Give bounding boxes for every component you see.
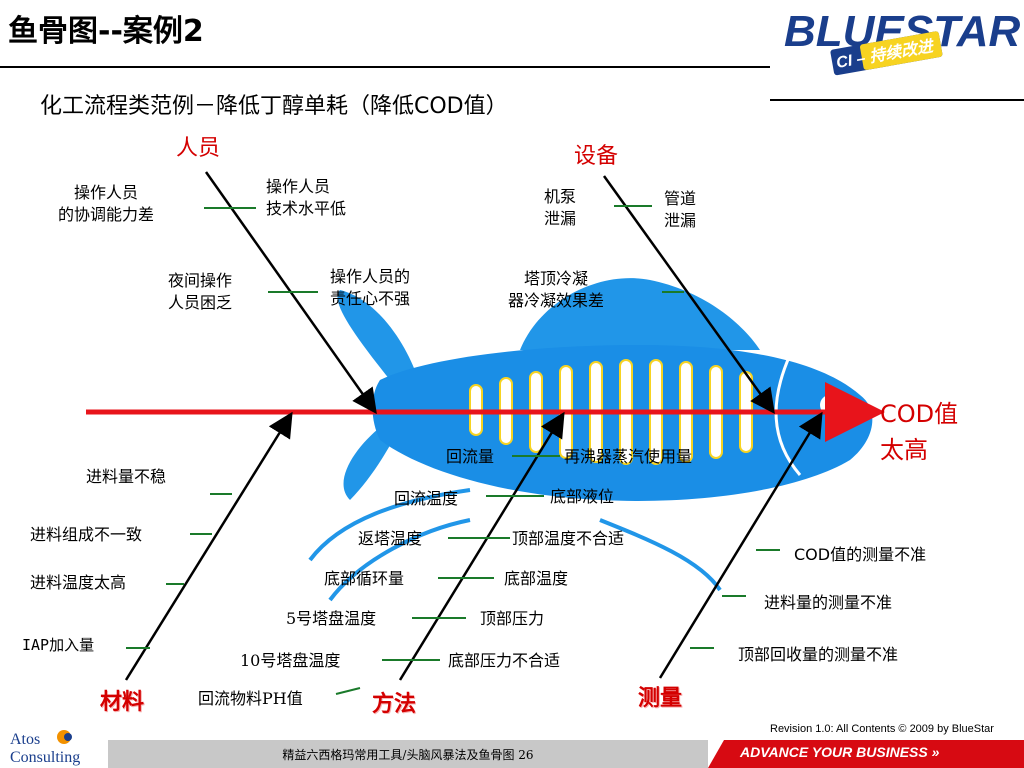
revision-text: Revision 1.0: All Contents © 2009 by Blu…: [770, 723, 994, 735]
cause-people-2: 操作人员 技术水平低: [266, 177, 347, 218]
category-equipment: 设备: [574, 144, 619, 169]
atos-consulting-logo: Atos Consulting: [10, 730, 80, 766]
cause-method-8: 底部温度: [504, 569, 569, 588]
effect-line-1: COD值: [880, 400, 959, 428]
footer-red-bar: [708, 740, 1024, 768]
cause-material-3: 进料温度太高: [30, 573, 127, 592]
category-method: 方法: [372, 691, 417, 717]
bone-equipment: [602, 175, 775, 415]
effect-line-2: 太高: [880, 436, 928, 464]
cause-people-1: 操作人员 的协调能力差: [58, 183, 155, 224]
footer-grey-bar: [108, 740, 708, 768]
category-material: 材料: [100, 689, 145, 715]
cause-measurement-1: COD值的测量不准: [794, 545, 927, 564]
category-people: 人员: [176, 136, 221, 161]
cause-material-1: 进料量不稳: [86, 467, 167, 486]
atos-line-1: Atos: [10, 731, 40, 748]
title-underline: [0, 66, 770, 68]
bone-material: [124, 411, 293, 681]
cause-method-13: 回流物料PH值: [198, 689, 303, 708]
cause-method-7: 底部循环量: [324, 569, 405, 588]
cause-method-6: 顶部温度不合适: [512, 529, 625, 548]
cause-method-1: 回流量: [446, 447, 495, 466]
footer-center-text: 精益六西格玛常用工具/头脑风暴法及鱼骨图 26: [282, 748, 534, 762]
cause-method-10: 顶部压力: [480, 609, 545, 628]
category-measurement: 测量: [638, 685, 683, 711]
cause-method-12: 底部压力不合适: [448, 651, 561, 670]
effect-label: COD值 太高: [880, 396, 958, 468]
atos-line-2: Consulting: [10, 749, 80, 766]
cause-people-3: 夜间操作 人员困乏: [168, 271, 233, 312]
slide-title: 鱼骨图--案例2: [8, 14, 204, 49]
cause-measurement-2: 进料量的测量不准: [764, 593, 893, 612]
cause-material-2: 进料组成不一致: [30, 525, 143, 544]
cause-method-5: 返塔温度: [358, 529, 423, 548]
cause-people-4: 操作人员的 责任心不强: [330, 267, 411, 308]
bone-method: [398, 411, 565, 681]
cause-method-3: 回流温度: [394, 489, 459, 508]
bone-measurement: [658, 411, 823, 679]
slide-subtitle: 化工流程类范例－降低丁醇单耗（降低COD值）: [40, 94, 508, 119]
cause-method-9: 5号塔盘温度: [286, 609, 377, 628]
cause-method-4: 底部液位: [550, 487, 615, 506]
footer-slogan: ADVANCE YOUR BUSINESS »: [740, 744, 940, 760]
cause-ticks: [126, 205, 780, 695]
cause-equipment-1: 机泵 泄漏: [544, 187, 577, 228]
cause-measurement-3: 顶部回收量的测量不准: [738, 645, 899, 664]
fish-illustration: [308, 278, 873, 602]
cause-method-2: 再沸器蒸汽使用量: [564, 447, 693, 466]
cause-equipment-2: 管道 泄漏: [664, 189, 697, 230]
title-underline-right: [770, 99, 1024, 101]
bluestar-logo: BLUESTAR CI – 持续改进: [784, 7, 1021, 76]
cause-material-4: IAP加入量: [22, 636, 95, 654]
cause-equipment-3: 塔顶冷凝 器冷凝效果差: [508, 269, 605, 310]
cause-method-11: 10号塔盘温度: [240, 651, 341, 670]
